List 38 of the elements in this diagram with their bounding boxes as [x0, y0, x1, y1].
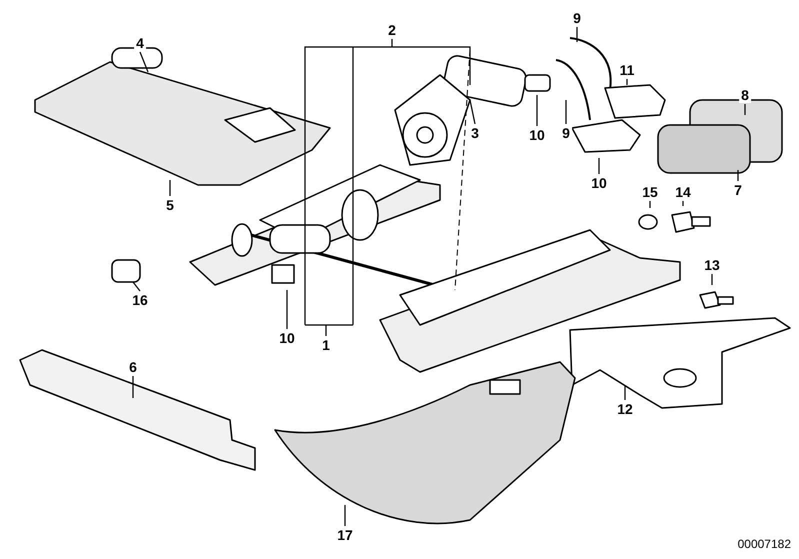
callout-number: 3 — [469, 125, 481, 141]
leader-line — [711, 274, 713, 285]
leader-line — [132, 376, 134, 398]
callout-number: 10 — [589, 175, 609, 191]
leader-line — [565, 100, 567, 124]
leader-line — [576, 27, 578, 42]
leader-line — [536, 95, 538, 126]
leader-line — [469, 100, 476, 124]
callout-number: 17 — [335, 527, 355, 543]
leader-line — [737, 170, 739, 181]
leader-line — [624, 385, 626, 400]
leader-line — [304, 38, 471, 86]
leader-line — [132, 282, 140, 292]
callout-number: 8 — [739, 87, 751, 103]
callout-number: 1 — [320, 337, 332, 353]
callout-number: 9 — [571, 10, 583, 26]
callout-number: 15 — [640, 184, 660, 200]
leader-line — [598, 158, 600, 174]
leader-line — [744, 104, 746, 115]
leader-line — [139, 52, 149, 72]
callout-number: 10 — [277, 330, 297, 346]
callout-number: 5 — [164, 197, 176, 213]
callout-number: 6 — [127, 359, 139, 375]
leader-line — [169, 180, 171, 196]
callout-number: 10 — [527, 127, 547, 143]
drawing-number: 00007182 — [738, 536, 791, 553]
callout-number: 13 — [702, 257, 722, 273]
callout-number: 12 — [615, 401, 635, 417]
callout-number: 7 — [732, 182, 744, 198]
leader-line — [286, 290, 288, 329]
callout-number: 16 — [130, 292, 150, 308]
leader-line — [304, 61, 354, 337]
callout-number: 14 — [673, 184, 693, 200]
callout-number: 2 — [386, 22, 398, 38]
leader-line — [344, 505, 346, 526]
callout-number: 4 — [134, 35, 146, 51]
callout-number: 9 — [560, 125, 572, 141]
callout-number: 11 — [618, 62, 636, 78]
